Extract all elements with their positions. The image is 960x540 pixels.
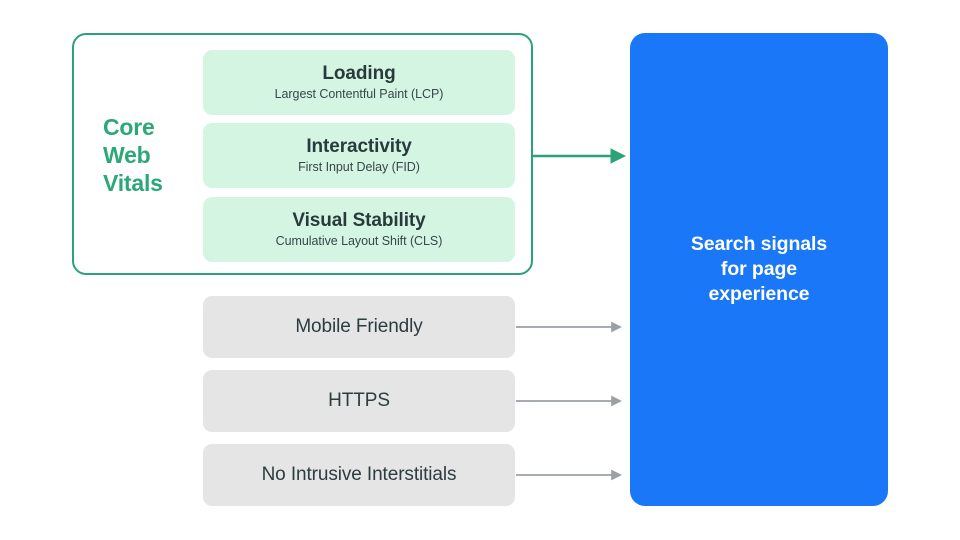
signal-card-mobile-friendly[interactable]: Mobile Friendly — [203, 296, 515, 358]
vital-subtitle: First Input Delay (FID) — [298, 160, 420, 174]
signal-card-https[interactable]: HTTPS — [203, 370, 515, 432]
signal-label: HTTPS — [328, 390, 390, 411]
vital-title: Loading — [322, 63, 396, 84]
vital-card-loading[interactable]: Loading Largest Contentful Paint (LCP) — [203, 50, 515, 115]
vital-card-interactivity[interactable]: Interactivity First Input Delay (FID) — [203, 123, 515, 188]
core-web-vitals-group-frame — [72, 33, 533, 275]
signal-card-no-intrusive-interstitials[interactable]: No Intrusive Interstitials — [203, 444, 515, 506]
core-web-vitals-group-label: Core Web Vitals — [103, 114, 163, 196]
vital-subtitle: Largest Contentful Paint (LCP) — [274, 87, 444, 101]
vital-card-visual-stability[interactable]: Visual Stability Cumulative Layout Shift… — [203, 197, 515, 262]
search-signals-label: Search signals for page experience — [690, 233, 828, 305]
search-signals-box[interactable]: Search signals for page experience — [630, 33, 888, 506]
vital-title: Visual Stability — [292, 210, 426, 231]
vital-title: Interactivity — [306, 136, 412, 157]
signal-label: No Intrusive Interstitials — [261, 464, 457, 485]
vital-subtitle: Cumulative Layout Shift (CLS) — [275, 234, 443, 248]
signal-label: Mobile Friendly — [295, 316, 423, 337]
